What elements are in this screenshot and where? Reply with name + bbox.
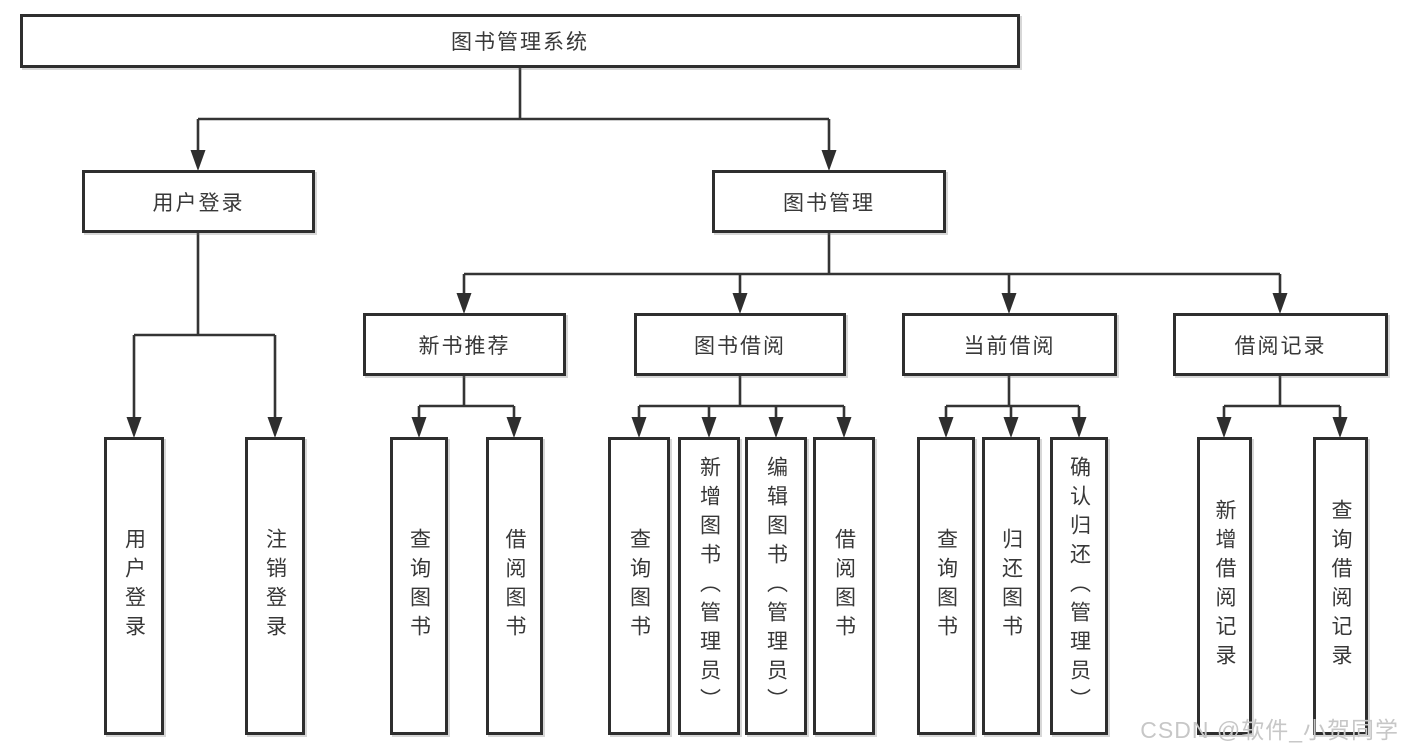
node-label: 借阅记录	[1234, 334, 1327, 358]
node-borrowing-records: 借阅记录	[1173, 313, 1388, 376]
connector-book-borrow-to-leaves	[631, 376, 852, 438]
connector-root-to-level2	[190, 68, 837, 171]
node-label: 图书管理系统	[451, 31, 589, 54]
connector-current-borrow-to-leaves	[938, 376, 1087, 438]
node-label: 借阅图书	[503, 528, 526, 644]
leaf-user-login: 用户登录	[104, 437, 164, 735]
node-label: 新书推荐	[418, 334, 511, 358]
arrow-down-icon	[1332, 417, 1348, 438]
leaf-confirm-return-admin: 确认归还（管理员）	[1050, 437, 1108, 735]
leaf-logout-login: 注销登录	[245, 437, 305, 735]
leaf-query-borrow-record: 查询借阅记录	[1313, 437, 1368, 735]
leaf-return-books: 归还图书	[982, 437, 1040, 735]
arrow-down-icon	[821, 150, 837, 171]
node-label: 用户登录	[122, 528, 146, 644]
arrow-down-icon	[1071, 417, 1087, 438]
connector-new-book-to-leaves	[411, 376, 522, 438]
node-label: 当前借阅	[963, 334, 1056, 358]
arrow-down-icon	[411, 417, 427, 438]
node-label: 借阅图书	[832, 528, 856, 644]
node-label: 归还图书	[999, 528, 1023, 644]
leaf-query-books-borrow: 查询图书	[608, 437, 670, 735]
node-label: 查询图书	[407, 528, 431, 644]
leaf-add-books-admin: 新增图书（管理员）	[678, 437, 740, 735]
arrow-down-icon	[190, 150, 206, 171]
node-label: 图书借阅	[694, 334, 786, 358]
arrow-down-icon	[1272, 293, 1288, 314]
leaf-query-books-recommend: 查询图书	[390, 437, 448, 735]
arrow-down-icon	[836, 417, 852, 438]
arrow-down-icon	[456, 293, 472, 314]
csdn-watermark: CSDN @软件_小贺同学	[1140, 717, 1399, 743]
node-book-borrowing: 图书借阅	[634, 313, 846, 376]
leaf-edit-books-admin: 编辑图书（管理员）	[745, 437, 807, 735]
leaf-query-books-current: 查询图书	[917, 437, 975, 735]
node-current-borrowing: 当前借阅	[902, 313, 1117, 376]
arrow-down-icon	[631, 417, 647, 438]
node-label: 查询图书	[627, 528, 651, 644]
leaf-add-borrow-record: 新增借阅记录	[1197, 437, 1252, 735]
arrow-down-icon	[701, 417, 717, 438]
node-new-book-recommendation: 新书推荐	[363, 313, 566, 376]
node-label: 用户登录	[152, 191, 245, 215]
node-label: 查询图书	[934, 528, 958, 644]
node-label: 查询借阅记录	[1329, 499, 1352, 673]
connector-borrow-records-to-leaves	[1216, 376, 1348, 438]
leaf-borrow-books: 借阅图书	[813, 437, 875, 735]
arrow-down-icon	[1001, 293, 1017, 314]
node-user-login: 用户登录	[82, 170, 315, 233]
node-label: 新增借阅记录	[1213, 499, 1236, 673]
leaf-borrow-books-recommend: 借阅图书	[486, 437, 543, 735]
arrow-down-icon	[732, 293, 748, 314]
arrow-down-icon	[938, 417, 954, 438]
node-label: 确认归还（管理员）	[1067, 455, 1091, 717]
node-label: 编辑图书（管理员）	[764, 455, 788, 717]
arrow-down-icon	[1216, 417, 1232, 438]
arrow-down-icon	[1003, 417, 1019, 438]
node-label: 注销登录	[263, 528, 287, 644]
arrow-down-icon	[768, 417, 784, 438]
node-label: 新增图书（管理员）	[697, 455, 721, 717]
connector-user-login-to-leaves	[126, 233, 283, 438]
node-label: 图书管理	[783, 191, 875, 215]
arrow-down-icon	[267, 417, 283, 438]
arrow-down-icon	[126, 417, 142, 438]
node-library-management-system: 图书管理系统	[20, 14, 1020, 68]
arrow-down-icon	[506, 417, 522, 438]
node-book-management: 图书管理	[712, 170, 946, 233]
connector-book-management-to-level3	[456, 233, 1288, 314]
